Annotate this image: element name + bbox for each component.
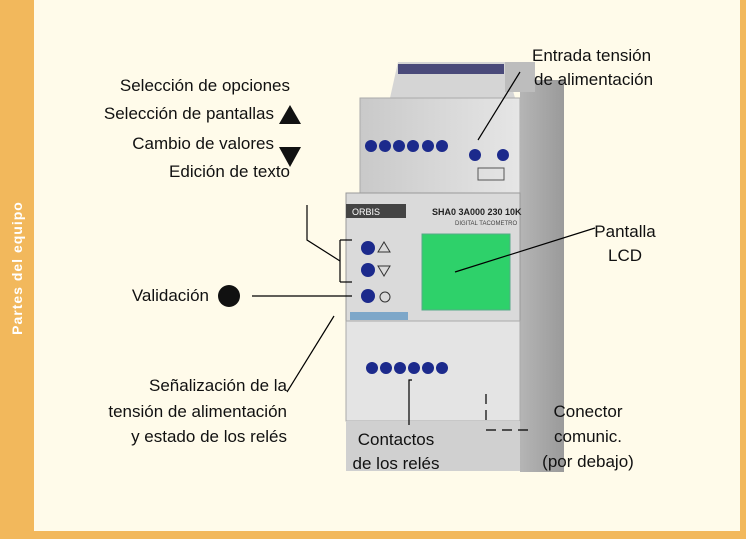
label-pantalla-2: LCD: [607, 246, 642, 265]
label-conector-1: Conector: [553, 402, 623, 421]
label-conector-3: (por debajo): [542, 452, 634, 471]
up-button[interactable]: [361, 241, 375, 255]
bottom-terminal-block: [345, 320, 521, 471]
leader-pantalla: [454, 227, 596, 273]
lcd-screen: [421, 233, 511, 311]
label-senal-2: tensión de alimentación: [108, 402, 287, 421]
label-senal-1: Señalización de la: [149, 376, 287, 395]
top-terminal-block: [359, 62, 564, 472]
sidebar: Partes del equipo: [0, 0, 34, 539]
front-panel: ORBIS SHA0 3A000 230 10K DIGITAL TACOMET…: [345, 192, 522, 322]
label-entrada-1: Entrada tensión: [532, 46, 652, 65]
brand-text: ORBIS: [352, 207, 380, 217]
triangle-down-icon: [279, 147, 301, 167]
validation-dot-icon: [218, 285, 240, 307]
leader-entrada: [477, 71, 521, 141]
leader-contactos: [408, 379, 412, 425]
leader-lines: [252, 71, 596, 431]
triangle-up-icon: [279, 105, 301, 124]
label-entrada-2: de alimentación: [534, 70, 654, 89]
terminal-screws-bottom: [366, 362, 448, 374]
validate-button[interactable]: [361, 289, 375, 303]
label-edicion-texto: Edición de texto: [169, 162, 290, 181]
label-cambio-valores: Cambio de valores: [132, 134, 274, 153]
label-seleccion-opciones: Selección de opciones: [119, 76, 290, 95]
leader-senal: [286, 315, 335, 393]
down-button[interactable]: [361, 263, 375, 277]
down-arrow-icon: [377, 265, 391, 277]
model-subtitle: DIGITAL TACOMETRO: [455, 221, 517, 227]
label-contactos-2: de los relés: [352, 454, 440, 473]
label-contactos-1: Contactos: [357, 430, 435, 449]
label-pantalla-1: Pantalla: [594, 222, 656, 241]
label-conector-2: comunic.: [553, 427, 623, 446]
model-text: SHA0 3A000 230 10K: [432, 207, 522, 217]
up-arrow-icon: [377, 241, 391, 253]
status-leds: [350, 312, 408, 320]
leader-arrow-buttons: [306, 205, 341, 262]
label-validacion: Validación: [131, 286, 209, 305]
label-senal-3: y estado de los relés: [131, 427, 287, 446]
label-seleccion-pantallas: Selección de pantallas: [103, 104, 274, 123]
brand-strip: [346, 204, 406, 218]
terminal-screws-top: [365, 140, 509, 161]
validate-ring-icon: [379, 291, 391, 303]
